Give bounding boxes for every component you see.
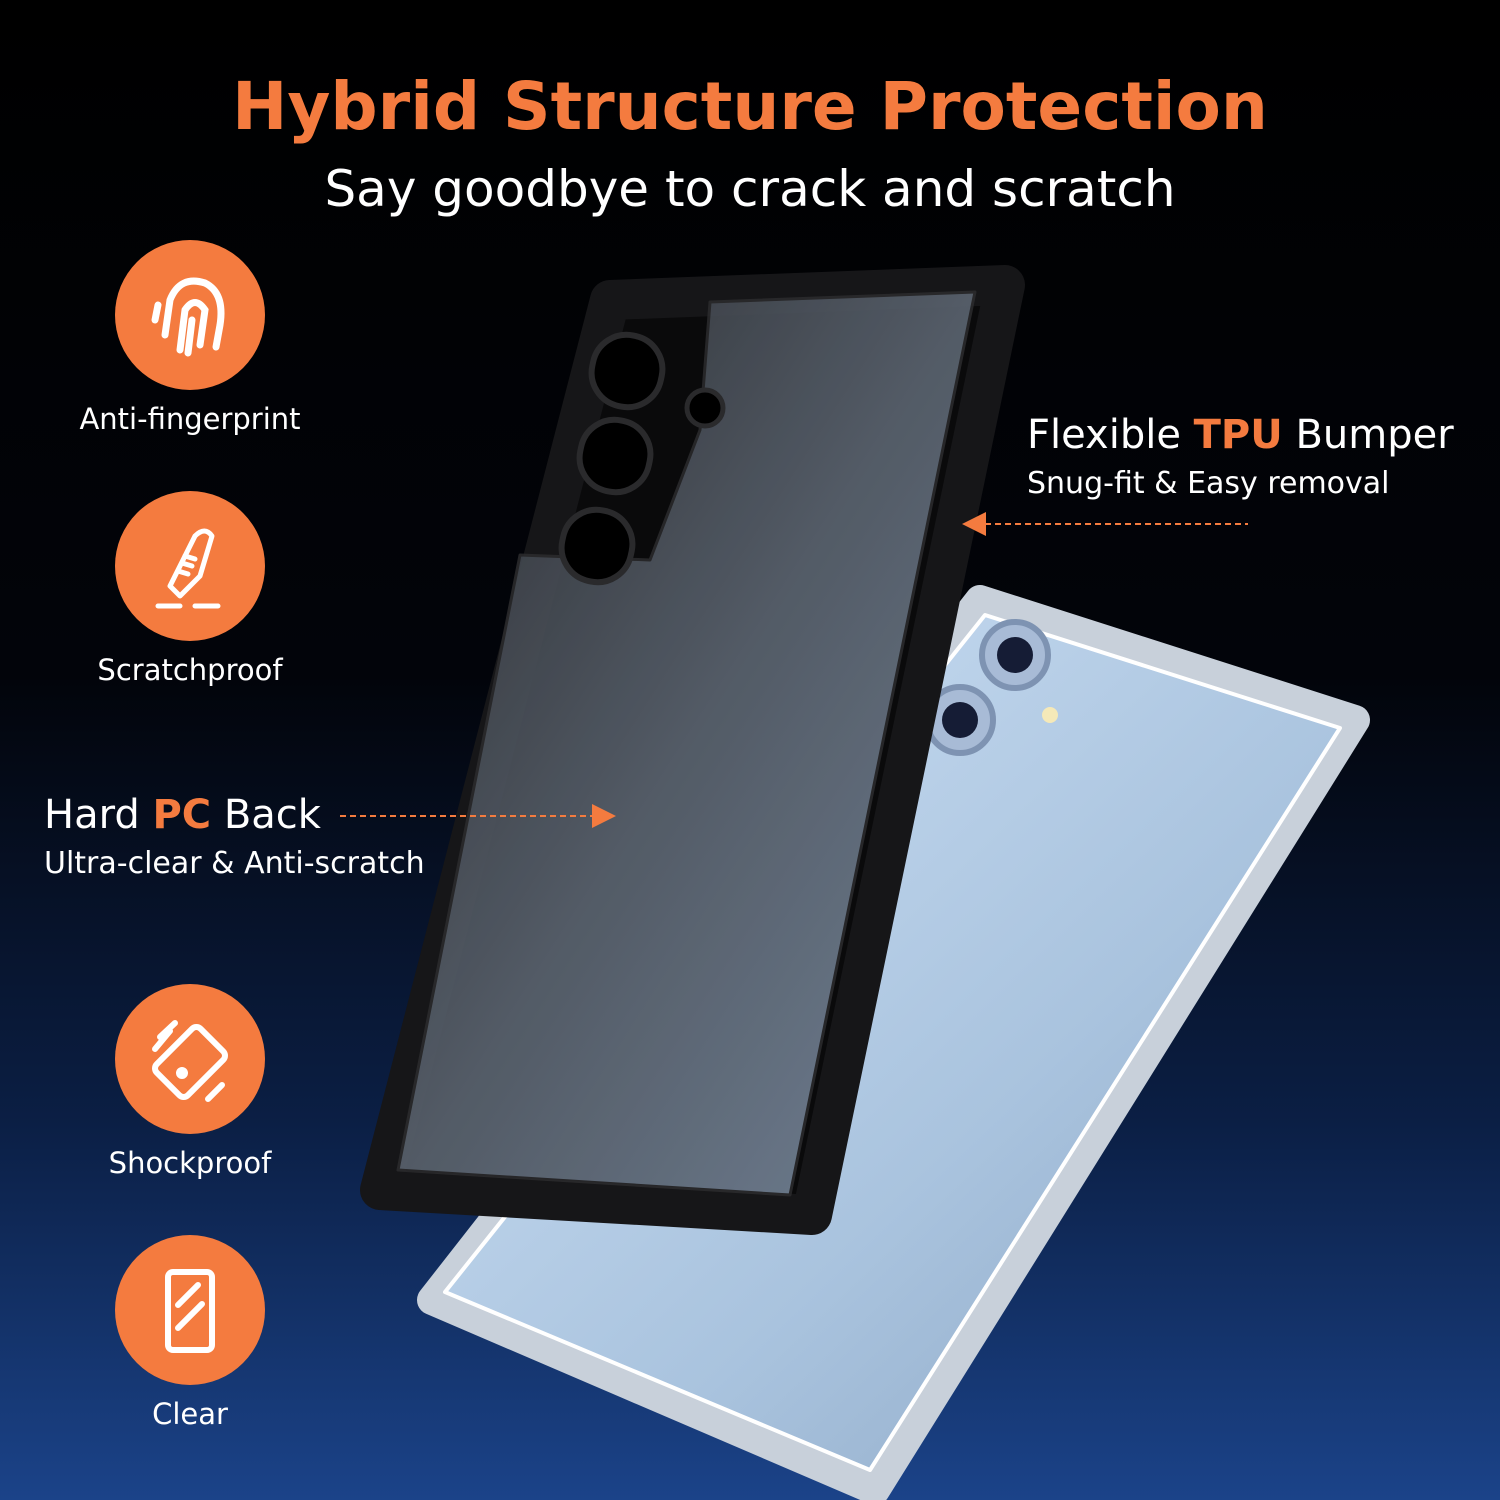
callout-text: Back — [211, 792, 321, 838]
bumper-pointer — [962, 512, 1248, 536]
page-subtitle: Say goodbye to crack and scratch — [324, 160, 1176, 218]
callout-text: Hard — [44, 792, 153, 838]
callout-pc-back: Hard PC Back Ultra-clear & Anti-scratch — [44, 792, 425, 881]
callout-accent: PC — [152, 792, 212, 838]
phone-case — [360, 265, 1025, 1235]
phone-back — [417, 585, 1370, 1500]
callout-accent: TPU — [1193, 412, 1283, 458]
back-pointer — [340, 804, 616, 828]
feature-label: Anti-fingerprint — [79, 402, 301, 436]
callout-text: Bumper — [1282, 412, 1454, 458]
clear-phone-icon — [115, 1235, 265, 1385]
callout-text: Flexible — [1027, 412, 1194, 458]
callout-tpu-bumper: Flexible TPU Bumper Snug-fit & Easy remo… — [1027, 412, 1454, 501]
callout-subtitle: Ultra-clear & Anti-scratch — [44, 846, 425, 881]
feature-label: Shockproof — [108, 1146, 272, 1180]
feature-label: Scratchproof — [97, 653, 283, 687]
feature-clear: Clear — [40, 1235, 340, 1431]
shockproof-phone-icon — [115, 984, 265, 1134]
page-title: Hybrid Structure Protection — [232, 68, 1268, 145]
feature-anti-fingerprint: Anti-fingerprint — [40, 240, 340, 436]
utility-knife-icon — [115, 491, 265, 641]
fingerprint-icon — [115, 240, 265, 390]
callout-subtitle: Snug-fit & Easy removal — [1027, 466, 1390, 501]
feature-label: Clear — [152, 1397, 228, 1431]
feature-shockproof: Shockproof — [40, 984, 340, 1180]
feature-scratchproof: Scratchproof — [40, 491, 340, 687]
